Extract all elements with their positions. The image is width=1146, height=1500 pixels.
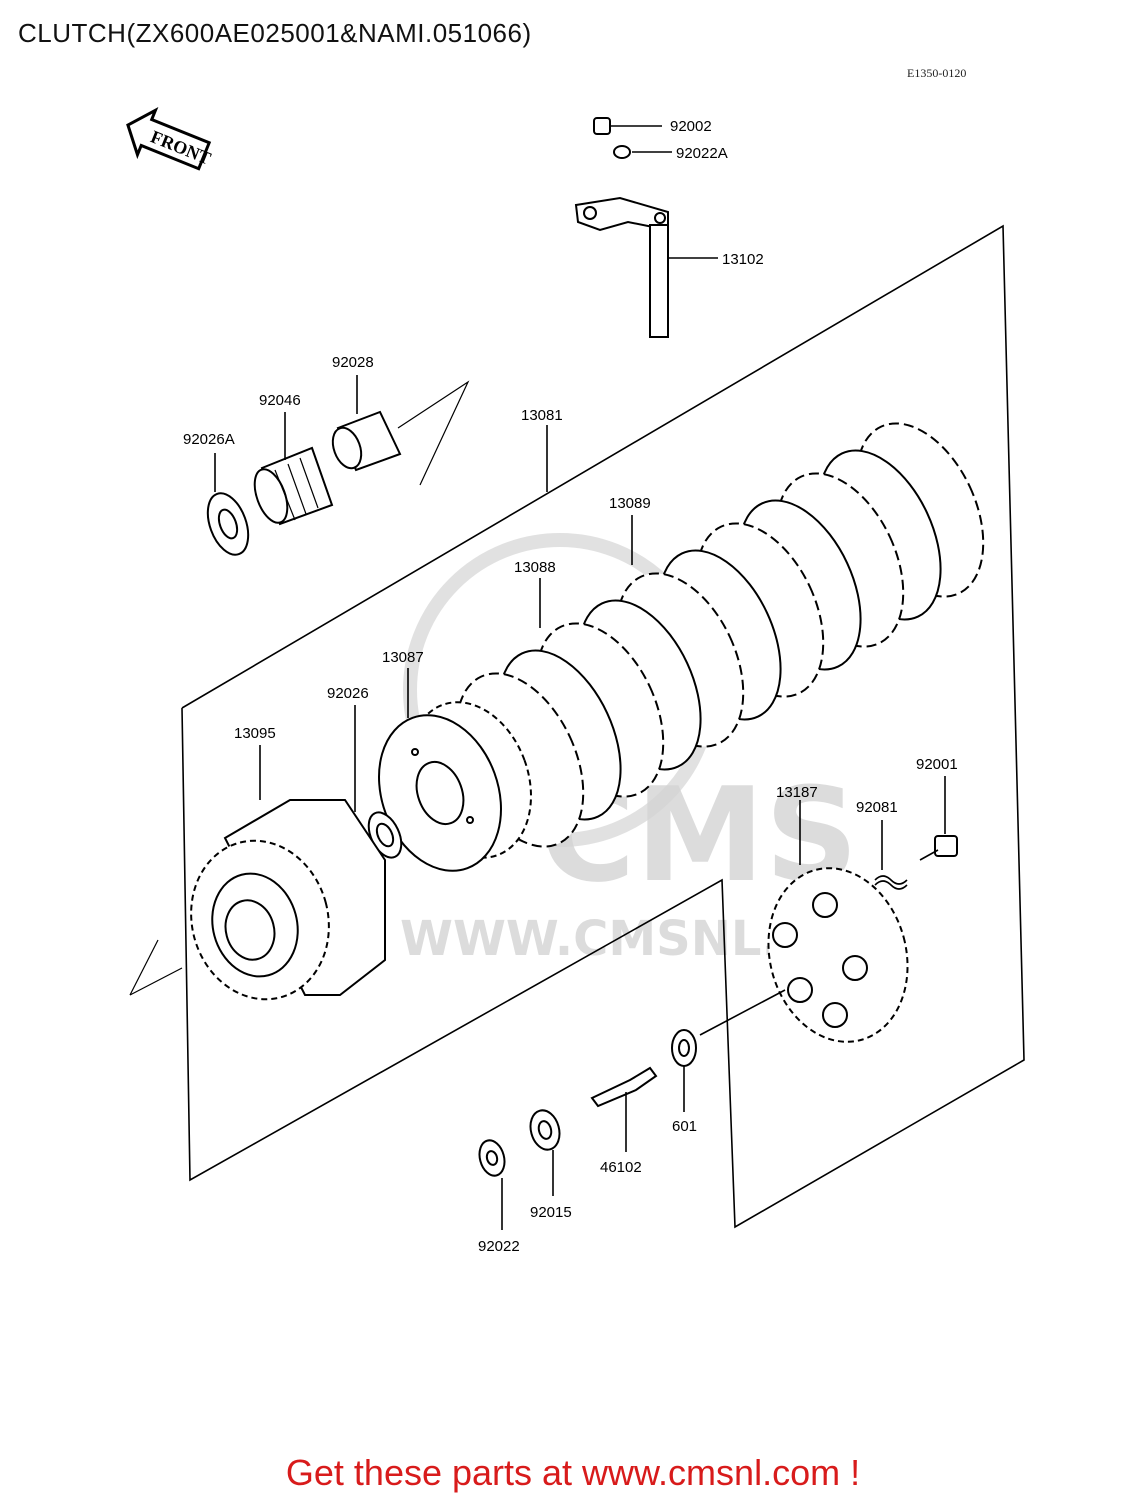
part-label: 46102: [600, 1159, 642, 1176]
footer-promo: Get these parts at www.cmsnl.com !: [0, 1452, 1146, 1494]
page-title: CLUTCH(ZX600AE025001&NAMI.051066): [18, 18, 532, 48]
bolt-92002: [593, 117, 662, 135]
part-label: 13187: [776, 784, 818, 801]
part-label: 92001: [916, 756, 958, 773]
clutch-plate-stack: [455, 422, 985, 848]
pushrod-46102: [590, 1066, 658, 1152]
lever-13102: [574, 196, 718, 338]
nut-92015: [529, 1109, 561, 1196]
bearing-601: [671, 1029, 697, 1112]
part-label: 92022: [478, 1238, 520, 1255]
part-label: 13081: [521, 407, 563, 424]
front-arrow-icon: FRONT: [126, 106, 214, 171]
assembly-frame: [181, 224, 1025, 1229]
part-label: 92026A: [183, 431, 235, 448]
part-label: 92046: [259, 392, 301, 409]
part-label: 13087: [382, 649, 424, 666]
frame-tick: [129, 967, 183, 996]
frame-tick: [129, 939, 159, 996]
bearing-92046: [253, 412, 334, 526]
spring-92081: [874, 820, 908, 890]
part-label: 92081: [856, 799, 898, 816]
part-label: 13089: [609, 495, 651, 512]
washer-92022: [478, 1139, 506, 1230]
collar-92028: [331, 375, 402, 472]
part-label: 13088: [514, 559, 556, 576]
part-label: 92022A: [676, 145, 728, 162]
part-label: 92026: [327, 685, 369, 702]
pressure-plate-13187: [699, 800, 909, 1043]
bearing-guide: [397, 380, 470, 486]
part-label: 92002: [670, 118, 712, 135]
bolt-92001: [919, 776, 958, 861]
part-label: 13102: [722, 251, 764, 268]
housing-13095: [190, 745, 386, 1001]
part-label: 92028: [332, 354, 374, 371]
part-label: 601: [672, 1118, 697, 1135]
part-label: 92015: [530, 1204, 572, 1221]
washer-92026A: [206, 453, 250, 556]
hub-13087: [378, 668, 532, 872]
parts-diagram: CMS WWW.CMSNL.COM FRONT: [126, 106, 1025, 1255]
footer-link[interactable]: Get these parts at www.cmsnl.com !: [285, 1452, 861, 1493]
part-label: 13095: [234, 725, 276, 742]
diagram-reference: E1350-0120: [907, 66, 967, 80]
washer-92022A: [613, 145, 672, 159]
